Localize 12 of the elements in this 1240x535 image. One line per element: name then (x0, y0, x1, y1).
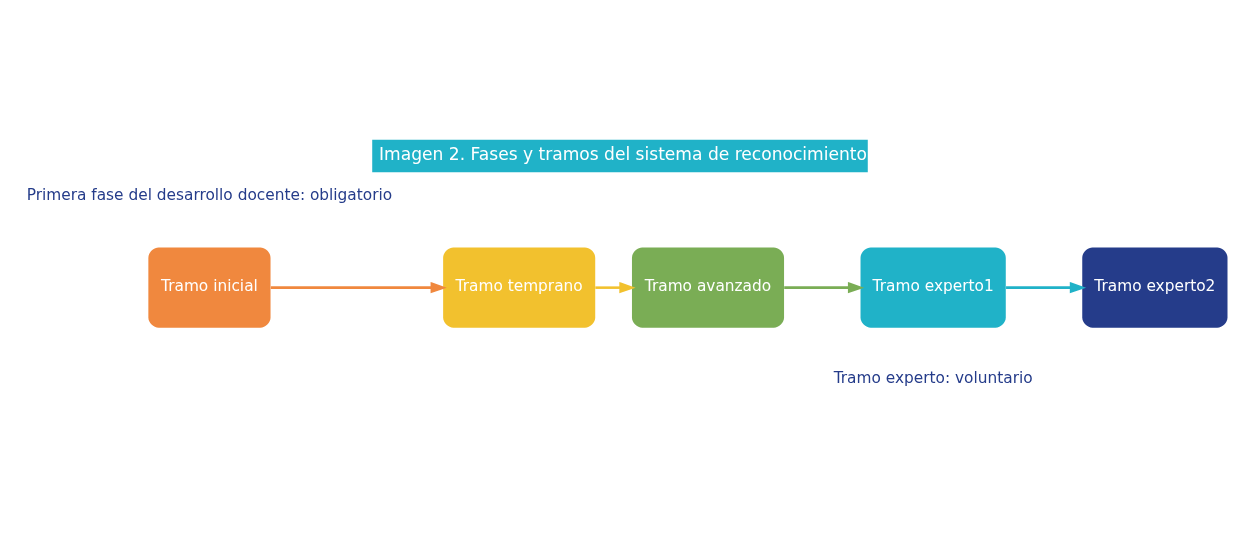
diagram-title: Imagen 2. Fases y tramos del sistema de reconocimiento (379, 143, 867, 164)
label: Tramo experto: voluntario (833, 368, 1033, 387)
arrow (1006, 281, 1087, 293)
label: Primera fase del desarrollo docente: obligatorio (26, 185, 393, 204)
arrow (595, 281, 636, 293)
node-box: Tramo temprano (443, 247, 596, 328)
node-box: Tramo avanzado (631, 247, 785, 328)
node-box: Tramo inicial (148, 247, 271, 328)
arrow (270, 281, 447, 293)
arrow (784, 281, 865, 293)
node-box: Tramo experto1 (860, 247, 1006, 328)
node-box: Tramo experto2 (1082, 247, 1228, 328)
